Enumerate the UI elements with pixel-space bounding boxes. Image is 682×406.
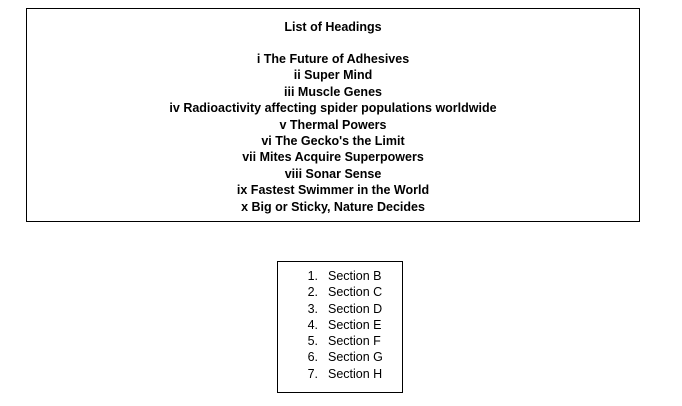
section-number: 5. [307, 334, 318, 349]
heading-item: ix Fastest Swimmer in the World [236, 183, 430, 198]
heading-item: viii Sonar Sense [284, 166, 382, 181]
heading-item: iv Radioactivity affecting spider popula… [169, 101, 497, 116]
heading-item: x Big or Sticky, Nature Decides [241, 199, 425, 214]
sections-list: 1. Section B 2. Section C 3. Section D 4. Se… [278, 268, 402, 382]
section-item: 6. Section G [278, 349, 402, 365]
heading-item: i The Future of Adhesives [256, 52, 410, 66]
section-label: Section D [328, 301, 383, 316]
section-number: 2. [307, 285, 318, 300]
section-number: 3. [307, 301, 318, 316]
section-item: 4. Section E [278, 317, 402, 333]
section-label: Section E [328, 317, 382, 332]
section-label: Section H [328, 366, 383, 381]
section-number: 4. [307, 317, 318, 332]
section-item: 3. Section D [278, 301, 402, 317]
section-label: Section G [328, 350, 383, 365]
section-number: 1. [307, 269, 318, 283]
headings-list: i The Future of Adhesives ii Super Mind … [27, 51, 639, 215]
section-number: 6. [307, 350, 318, 365]
sections-box: 1. Section B 2. Section C 3. Section D 4. Se… [277, 261, 403, 393]
section-label: Section B [328, 269, 382, 283]
headings-title: List of Headings [284, 20, 382, 34]
section-label: Section F [328, 334, 381, 349]
section-number: 7. [307, 366, 318, 381]
section-item: 2. Section C [278, 284, 402, 300]
section-label: Section C [328, 285, 383, 300]
heading-item: vii Mites Acquire Superpowers [242, 150, 424, 165]
heading-item: vi The Gecko's the Limit [261, 134, 405, 149]
section-item: 7. Section H [278, 366, 402, 382]
heading-item: iii Muscle Genes [284, 84, 382, 99]
heading-item: ii Super Mind [293, 68, 373, 83]
heading-item: v Thermal Powers [279, 117, 387, 132]
section-item: 1. Section B [278, 268, 402, 284]
list-of-headings-box: List of Headings i The Future of Adhesiv… [26, 8, 640, 222]
section-item: 5. Section F [278, 333, 402, 349]
